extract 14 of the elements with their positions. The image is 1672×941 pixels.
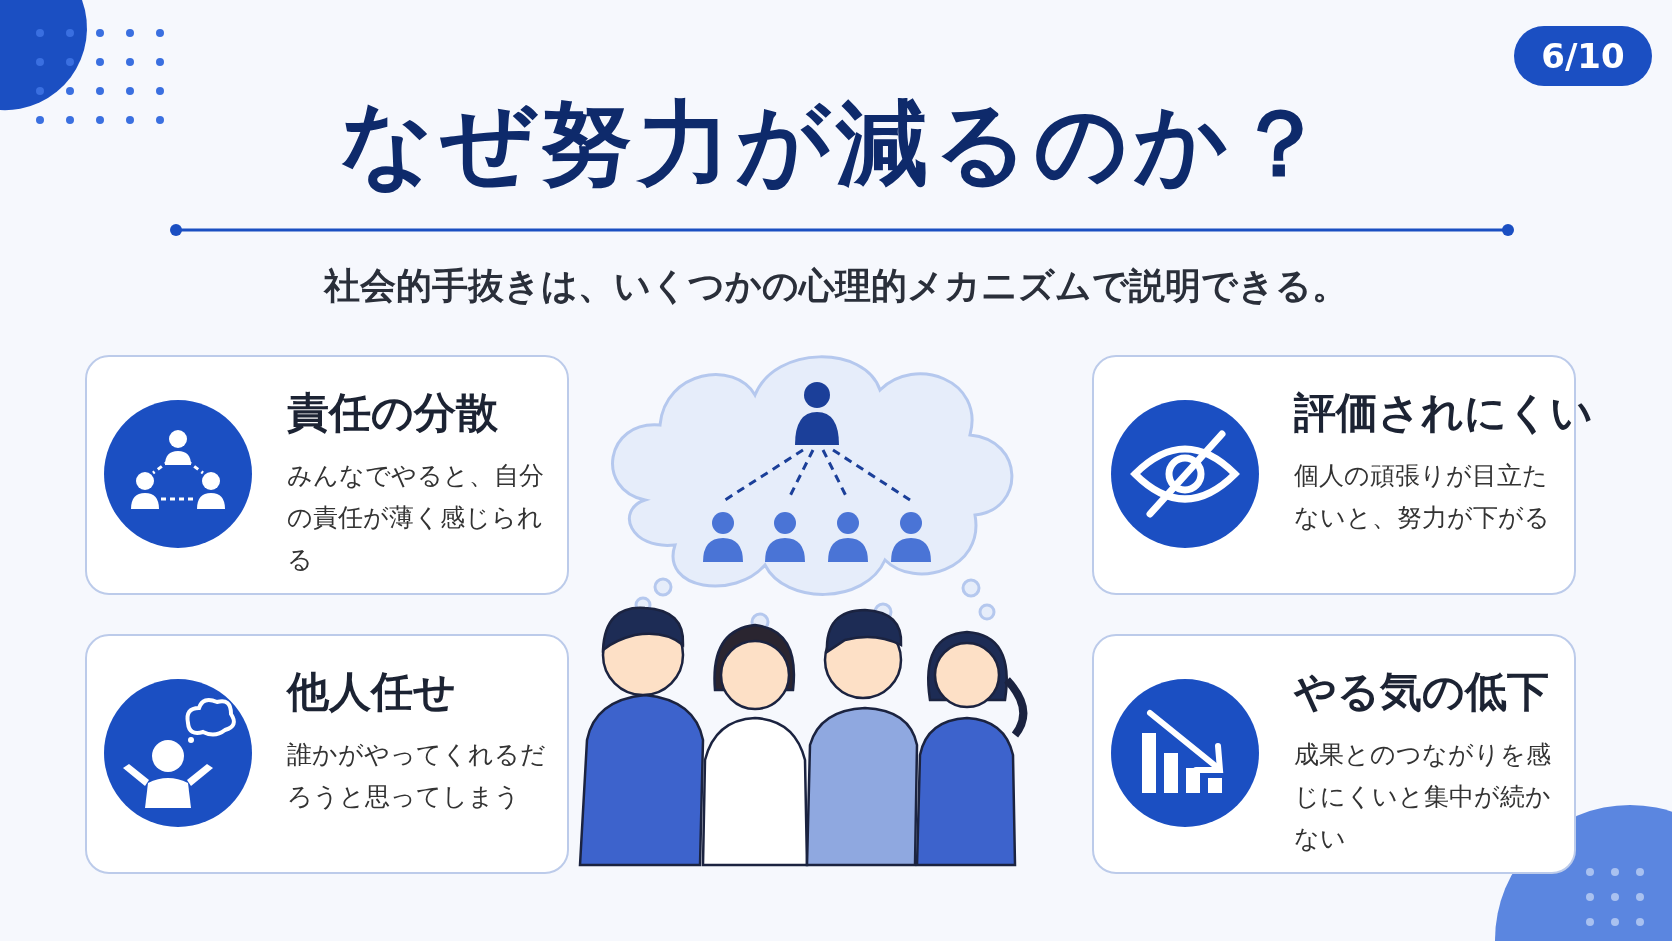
page-number: 6/10 bbox=[1514, 26, 1652, 86]
mechanism-card bbox=[85, 634, 569, 874]
card-heading: 他人任せ bbox=[287, 666, 456, 718]
card-text: 個人の頑張りが目立たないと、努力が下がる bbox=[1294, 460, 1551, 534]
mechanism-card bbox=[1092, 634, 1576, 874]
card-heading: 評価されにくい bbox=[1294, 387, 1593, 439]
subtitle: 社会的手抜きは、いくつかの心理的メカニズムで説明できる。 bbox=[322, 264, 1349, 308]
card-heading: 責任の分散 bbox=[287, 387, 498, 439]
card-text: みんなでやると、自分の責任が薄く感じられる bbox=[287, 460, 545, 576]
card-heading: やる気の低下 bbox=[1294, 666, 1549, 718]
mechanism-card bbox=[85, 355, 569, 595]
slide-title: なぜ努力が減るのか？ bbox=[339, 89, 1333, 199]
card-text: 誰かがやってくれるだろうと思ってしまう bbox=[287, 739, 547, 813]
card-text: 成果とのつながりを感じにくいと集中が続かない bbox=[1294, 739, 1552, 855]
